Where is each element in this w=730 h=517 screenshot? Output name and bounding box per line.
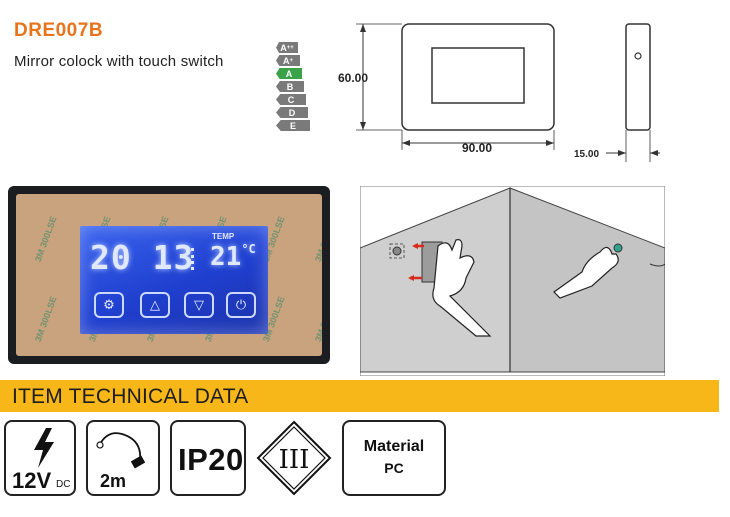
power-icon: ⏻ — [235, 297, 247, 312]
colon-separator — [191, 248, 195, 270]
model-title: DRE007B — [14, 20, 104, 41]
temp-label: TEMP — [212, 232, 235, 241]
energy-class-row: A — [276, 68, 302, 79]
up-button[interactable]: △ — [140, 292, 170, 318]
material-spec: Material PC — [342, 420, 446, 496]
cable-length: 2m — [100, 471, 127, 491]
protection-class-icon: III — [256, 420, 332, 496]
temperature-readout: 21°C — [210, 242, 256, 272]
tape-print: 3M 300LSE — [312, 214, 322, 264]
height-dimension: 60.00 — [338, 71, 368, 85]
gear-icon: ⚙ — [103, 297, 115, 312]
energy-class-row: A++ — [276, 42, 298, 53]
ip-rating: IP20 — [178, 442, 244, 477]
triangle-down-icon: ▽ — [194, 297, 204, 312]
tape-print: 3M 300LSE — [32, 294, 59, 344]
settings-button[interactable]: ⚙ — [94, 292, 124, 318]
clock-time: 20 13 — [90, 238, 195, 277]
lightning-icon — [34, 428, 54, 468]
product-subtitle: Mirror colock with touch switch — [14, 53, 224, 70]
energy-class-row: B — [276, 81, 304, 92]
voltage-type: DC — [56, 479, 71, 490]
installation-illustration — [360, 186, 665, 376]
depth-dimension: 15.00 — [574, 149, 599, 160]
cable-icon — [96, 432, 146, 469]
power-button[interactable]: ⏻ — [226, 292, 256, 318]
energy-class-row: A+ — [276, 55, 300, 66]
down-button[interactable]: ▽ — [184, 292, 214, 318]
voltage-value: 12V — [12, 468, 52, 493]
front-view-outline — [401, 23, 555, 131]
tape-print: 3M 300LSE — [312, 294, 322, 344]
class-label: III — [279, 445, 310, 475]
side-view-outline — [625, 23, 651, 131]
technical-data-banner: ITEM TECHNICAL DATA — [0, 380, 719, 412]
energy-class-row: D — [276, 107, 308, 118]
energy-class-row: E — [276, 120, 310, 131]
dimension-drawing: 60.00 90.00 15.00 — [338, 23, 660, 162]
lcd-display: 20 13 TEMP 21°C ⚙ △ ▽ ⏻ — [80, 226, 268, 334]
voltage-spec: 12V DC — [4, 420, 76, 496]
front-view-screen — [431, 47, 525, 104]
width-dimension: 90.00 — [462, 141, 492, 155]
cable-spec: 2m — [86, 420, 160, 496]
triangle-up-icon: △ — [150, 297, 160, 312]
tape-print: 3M 300LSE — [32, 214, 59, 264]
banner-title: ITEM TECHNICAL DATA — [12, 385, 249, 408]
ip-rating-spec: IP20 — [170, 420, 246, 496]
material-label: Material — [363, 438, 425, 455]
energy-class-row: C — [276, 94, 306, 105]
material-value: PC — [384, 460, 404, 476]
